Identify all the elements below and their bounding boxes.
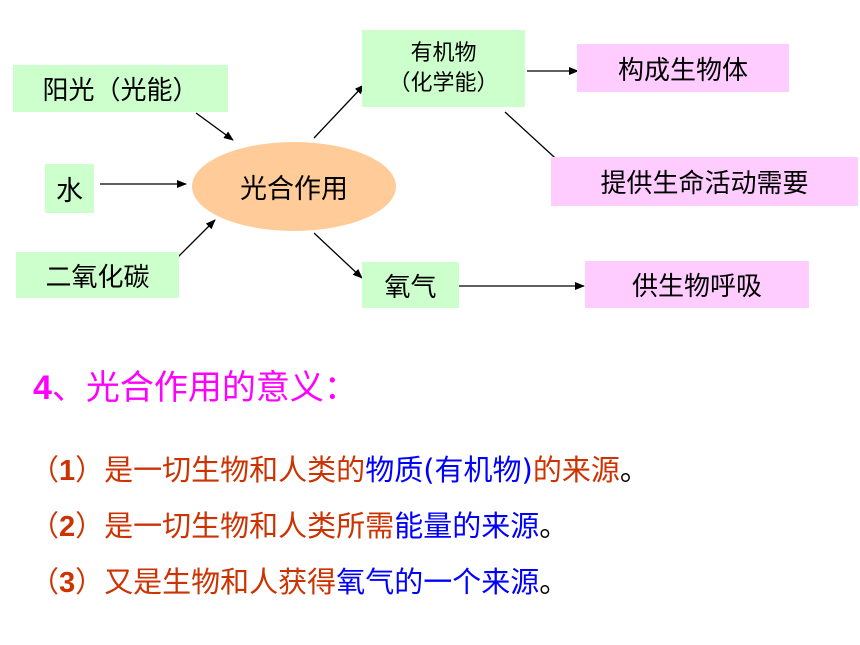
chemical-energy-label: （化学能） — [388, 70, 499, 96]
heading-number: 4 — [33, 369, 52, 407]
item-2-highlight: 能量 — [394, 509, 453, 543]
arrow-sunlight-to-center — [195, 112, 234, 141]
item-1-number: 1 — [59, 455, 76, 487]
item-2-close: ） — [75, 509, 105, 543]
build-body-box: 构成生物体 — [577, 44, 789, 92]
item-3-close: ） — [75, 565, 105, 599]
significance-item-2: （2）是一切生物和人类所需能量的来源。 — [30, 503, 568, 545]
item-3-end: 。 — [539, 565, 569, 599]
significance-heading: 4、光合作用的意义： — [33, 360, 358, 409]
item-1-open: （ — [30, 453, 60, 487]
water-box: 水 — [45, 164, 94, 213]
energy-supply-box: 提供生命活动需要 — [551, 157, 858, 206]
organic-matter-box: 有机物 （化学能） — [362, 30, 525, 107]
arrow-center-to-oxygen — [313, 232, 363, 279]
item-2-open: （ — [30, 509, 60, 543]
organic-matter-label: 有机物 — [410, 40, 477, 66]
item-2-before: 是一切生物和人类所需 — [104, 509, 395, 543]
oxygen-box: 氧气 — [362, 262, 459, 308]
item-1-after: 的来源 — [532, 453, 620, 487]
item-1-close: ） — [75, 453, 105, 487]
item-2-end: 。 — [539, 509, 569, 543]
item-2-after: 的来源 — [452, 509, 540, 543]
item-3-open: （ — [30, 565, 60, 599]
item-1-end: 。 — [619, 453, 649, 487]
sunlight-box: 阳光（光能） — [13, 65, 228, 112]
arrow-center-to-organic — [313, 84, 365, 139]
significance-item-3: （3）又是生物和人获得氧气的一个来源。 — [30, 559, 568, 601]
item-2-number: 2 — [59, 511, 76, 543]
co2-box: 二氧化碳 — [16, 252, 179, 298]
photosynthesis-node: 光合作用 — [192, 142, 396, 231]
heading-text: 、光合作用的意义： — [51, 368, 358, 408]
respiration-box: 供生物呼吸 — [585, 261, 809, 308]
item-1-highlight: 物质(有机物) — [365, 453, 533, 487]
significance-item-1: （1）是一切生物和人类的物质(有机物)的来源。 — [30, 447, 649, 489]
item-3-before: 又是生物和人获得 — [104, 565, 337, 599]
item-3-number: 3 — [59, 567, 76, 599]
item-3-highlight: 氧气 — [336, 565, 395, 599]
item-1-before: 是一切生物和人类的 — [104, 453, 366, 487]
item-3-after: 的一个来源 — [394, 565, 540, 599]
